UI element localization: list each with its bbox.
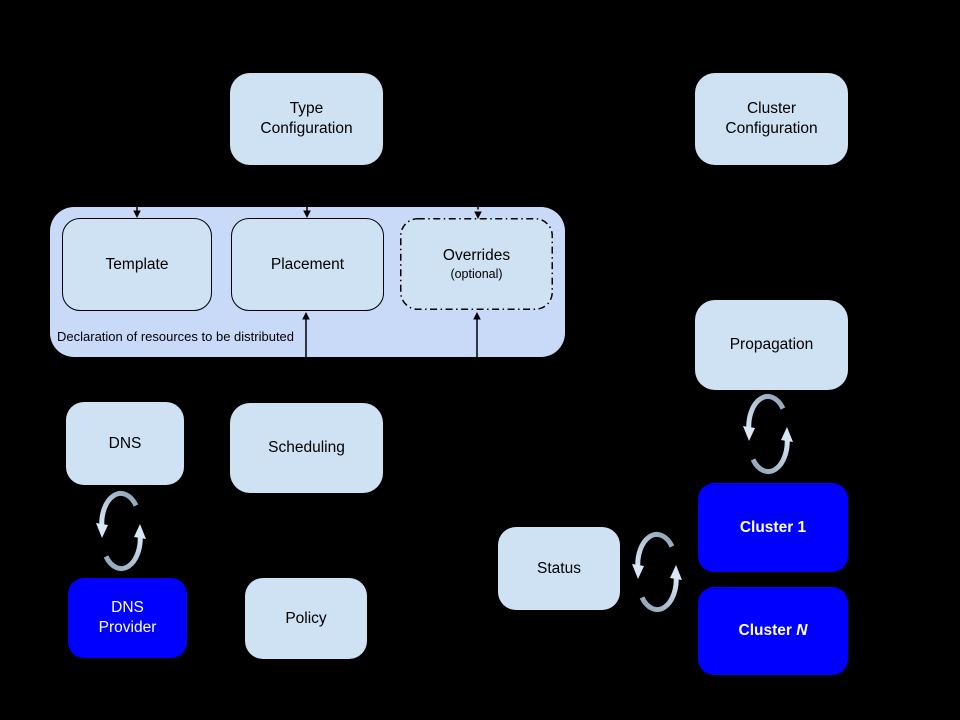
node-label: Cluster 1 bbox=[739, 518, 807, 536]
node-label: Cluster N bbox=[738, 622, 808, 640]
node-scheduling: Scheduling bbox=[230, 403, 383, 493]
node-sublabel: (optional) bbox=[450, 267, 503, 282]
sync-icon bbox=[743, 396, 793, 471]
node-cluster-configuration: Cluster Configuration bbox=[695, 73, 848, 165]
node-label: Overrides bbox=[442, 246, 511, 264]
node-status: Status bbox=[498, 527, 620, 610]
node-placement: Placement bbox=[231, 218, 384, 311]
node-policy: Policy bbox=[245, 578, 367, 659]
sync-icon bbox=[632, 534, 682, 609]
node-label: Template bbox=[105, 255, 169, 273]
node-label: Scheduling bbox=[268, 439, 345, 457]
node-cluster-1: Cluster 1 bbox=[698, 483, 848, 572]
declaration-caption: Declaration of resources to be distribut… bbox=[57, 329, 295, 344]
node-label: Policy bbox=[285, 609, 327, 627]
node-overrides: Overrides (optional) bbox=[400, 218, 553, 310]
node-dns: DNS bbox=[66, 402, 184, 485]
node-label: Placement bbox=[270, 255, 345, 273]
node-dns-provider: DNS Provider bbox=[68, 578, 187, 658]
node-label: Status bbox=[537, 559, 581, 577]
node-propagation: Propagation bbox=[695, 300, 848, 390]
node-label: Propagation bbox=[729, 336, 814, 354]
sync-icon bbox=[96, 493, 146, 568]
node-label: DNS Provider bbox=[98, 599, 157, 636]
node-label: DNS bbox=[108, 434, 142, 452]
node-type-configuration: Type Configuration bbox=[230, 73, 383, 165]
node-label: Cluster Configuration bbox=[725, 100, 818, 137]
node-label: Type Configuration bbox=[260, 100, 353, 137]
node-cluster-n: Cluster N bbox=[698, 587, 848, 675]
node-template: Template bbox=[62, 218, 212, 311]
